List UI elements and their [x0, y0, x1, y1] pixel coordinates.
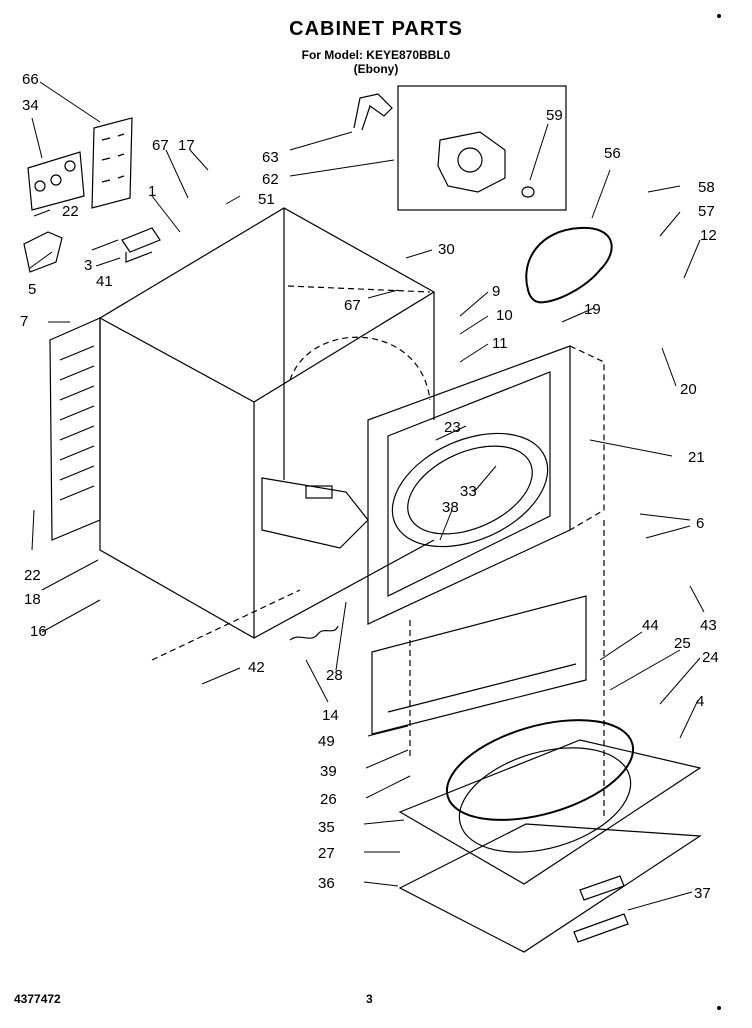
page-number: 3 [366, 992, 373, 1006]
kick-panel [371, 595, 587, 735]
callout: 21 [688, 449, 705, 466]
callout: 11 [492, 335, 508, 352]
drive-belt [525, 226, 613, 304]
cabinet-top [99, 207, 436, 403]
callout: 42 [248, 659, 265, 676]
callout: 25 [674, 635, 691, 652]
callout: 16 [30, 623, 47, 640]
callout: 18 [24, 591, 41, 608]
color-line: (Ebony) [353, 62, 399, 76]
callout: 1 [148, 183, 156, 200]
callout: 7 [20, 313, 28, 330]
callout: 44 [642, 617, 659, 634]
callout: 38 [442, 499, 459, 516]
callout: 67 [344, 297, 361, 314]
callout: 58 [698, 179, 715, 196]
callout: 36 [318, 875, 335, 892]
callout: 59 [546, 107, 563, 124]
door-opening [391, 432, 549, 548]
callout: 39 [320, 763, 337, 780]
callout: 63 [262, 149, 279, 166]
callout: 66 [22, 71, 39, 88]
corner-mark [717, 14, 721, 18]
document-number: 4377472 [14, 992, 61, 1006]
callout: 22 [24, 567, 41, 584]
callout: 14 [322, 707, 339, 724]
model-line: For Model: KEYE870BBL0 [301, 48, 451, 62]
callout: 62 [262, 171, 279, 188]
callout: 56 [604, 145, 621, 162]
motor-box [397, 85, 567, 211]
callout: 24 [702, 649, 719, 666]
door-seal [445, 719, 635, 821]
callout: 27 [318, 845, 335, 862]
callout: 17 [178, 137, 195, 154]
drawing-lines [23, 81, 705, 953]
callout: 20 [680, 381, 697, 398]
callout: 37 [694, 885, 711, 902]
callout: 5 [28, 281, 36, 298]
callout: 57 [698, 203, 715, 220]
callout: 67 [152, 137, 169, 154]
corner-mark [717, 1006, 721, 1010]
motor [437, 131, 506, 193]
callout: 9 [492, 283, 500, 300]
callout: 22 [62, 203, 79, 220]
callout: 35 [318, 819, 335, 836]
callout-labels: 66 34 22 67 17 1 51 3 41 5 63 62 59 56 5… [20, 71, 719, 902]
door-inner [398, 823, 702, 953]
callout: 30 [438, 241, 455, 258]
callout: 6 [696, 515, 704, 532]
callout: 10 [496, 307, 513, 324]
door-outer [398, 739, 702, 885]
callout: 34 [22, 97, 39, 114]
callout: 43 [700, 617, 717, 634]
callout: 49 [318, 733, 335, 750]
callout: 28 [326, 667, 343, 684]
callout: 51 [258, 191, 275, 208]
callout: 26 [320, 791, 337, 808]
callout: 3 [84, 257, 92, 274]
leader-lines [29, 81, 705, 911]
callout: 33 [460, 483, 477, 500]
callout: 4 [696, 693, 704, 710]
callout: 23 [444, 419, 461, 436]
page-title: CABINET PARTS [289, 18, 463, 40]
cabinet-front-side [99, 316, 255, 640]
terminal-block [91, 117, 133, 209]
callout: 12 [700, 227, 717, 244]
callout: 19 [584, 301, 601, 318]
callout: 41 [96, 273, 113, 290]
left-side-panel [49, 317, 101, 541]
